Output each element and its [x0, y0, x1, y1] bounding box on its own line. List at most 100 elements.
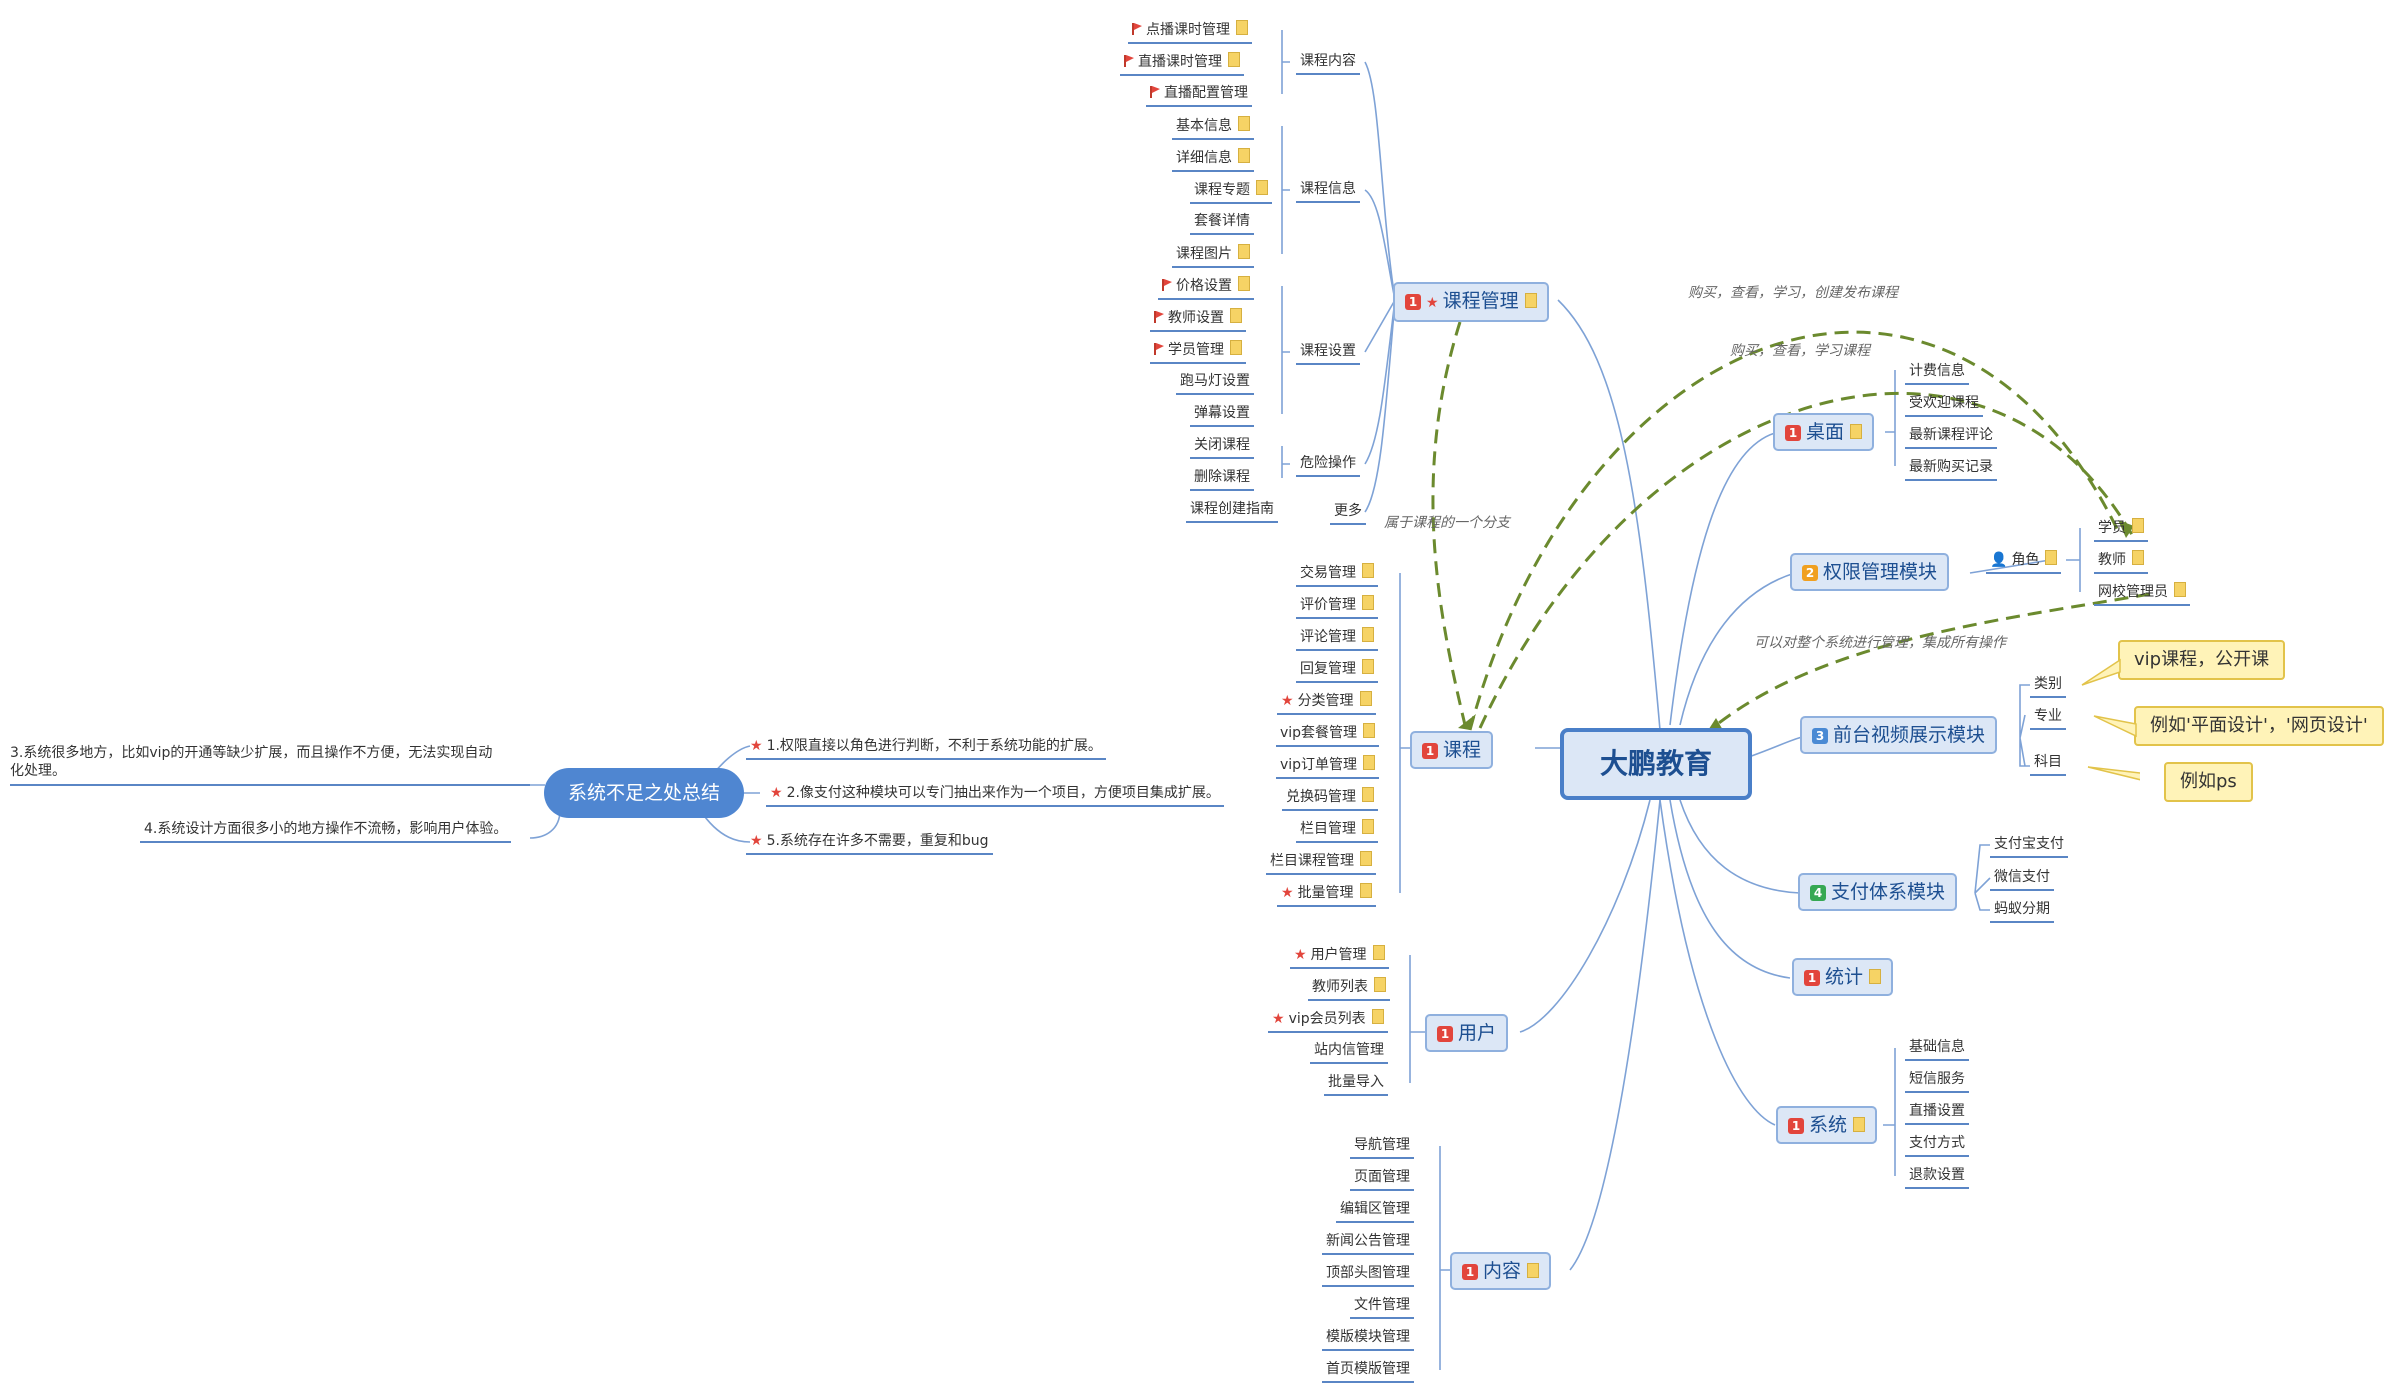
leaf-item[interactable]: 支付方式	[1905, 1134, 1969, 1157]
leaf-item[interactable]: 最新课程评论	[1905, 426, 1997, 449]
leaf-item[interactable]: 模版模块管理	[1322, 1328, 1414, 1351]
group-danger[interactable]: 危险操作	[1296, 454, 1360, 477]
relation-label: 购买，查看，学习课程	[1730, 343, 1870, 359]
leaf-item[interactable]: 支付宝支付	[1990, 835, 2068, 858]
root-topic[interactable]: 大鹏教育	[1560, 728, 1753, 800]
leaf-item[interactable]: 教师	[2094, 550, 2148, 574]
callout-note[interactable]: 例如'平面设计'，'网页设计'	[2134, 706, 2384, 746]
note-icon	[1869, 969, 1882, 984]
leaf-item[interactable]: 退款设置	[1905, 1166, 1969, 1189]
group-more[interactable]: 更多	[1330, 502, 1366, 525]
leaf-item[interactable]: 回复管理	[1296, 659, 1378, 683]
leaf-role[interactable]: 👤角色	[1986, 550, 2062, 574]
leaf-item[interactable]: 类别	[2030, 675, 2066, 698]
leaf-item[interactable]: 跑马灯设置	[1176, 372, 1254, 395]
summary-item[interactable]: ★1.权限直接以角色进行判断，不利于系统功能的扩展。	[746, 737, 1106, 760]
note-icon	[1362, 563, 1374, 578]
summary-item[interactable]: ★2.像支付这种模块可以专门抽出来作为一个项目，方便项目集成扩展。	[766, 784, 1224, 807]
leaf-item[interactable]: ★vip会员列表	[1268, 1009, 1388, 1033]
summary-item[interactable]: 3.系统很多地方，比如vip的开通等缺少扩展，而且操作不方便，无法实现自动 化处…	[10, 744, 530, 786]
leaf-item[interactable]: vip订单管理	[1276, 755, 1380, 779]
leaf-item[interactable]: 短信服务	[1905, 1070, 1969, 1093]
topic-label: 系统	[1809, 1114, 1848, 1136]
leaf-item[interactable]: 教师设置	[1150, 308, 1246, 332]
leaf-item[interactable]: 栏目课程管理	[1266, 851, 1376, 875]
leaf-item[interactable]: 评价管理	[1296, 595, 1378, 619]
summary-topic[interactable]: 系统不足之处总结	[544, 768, 745, 818]
leaf-item[interactable]: 价格设置	[1158, 276, 1254, 300]
leaf-item[interactable]: 基础信息	[1905, 1038, 1969, 1061]
leaf-item[interactable]: 基本信息	[1172, 116, 1254, 140]
leaf-item[interactable]: 批量导入	[1324, 1073, 1388, 1096]
priority-2-icon: 2	[1802, 565, 1818, 581]
leaf-item[interactable]: 直播课时管理	[1120, 52, 1244, 76]
leaf-item[interactable]: 导航管理	[1350, 1136, 1414, 1159]
leaf-item[interactable]: 详细信息	[1172, 148, 1254, 172]
leaf-item[interactable]: 交易管理	[1296, 563, 1378, 587]
callout-note[interactable]: 例如ps	[2164, 762, 2253, 802]
note-icon	[1360, 851, 1372, 866]
group-course-settings[interactable]: 课程设置	[1296, 342, 1360, 365]
leaf-item[interactable]: 顶部头图管理	[1322, 1264, 1414, 1287]
note-icon	[1363, 755, 1376, 770]
group-course-content[interactable]: 课程内容	[1296, 52, 1360, 75]
leaf-item[interactable]: 编辑区管理	[1336, 1200, 1414, 1223]
leaf-item[interactable]: 评论管理	[1296, 627, 1378, 651]
leaf-item[interactable]: ★分类管理	[1277, 691, 1376, 715]
summary-item[interactable]: 4.系统设计方面很多小的地方操作不流畅，影响用户体验。	[140, 820, 512, 843]
leaf-item[interactable]: 科目	[2030, 753, 2066, 776]
leaf-item[interactable]: 直播设置	[1905, 1102, 1969, 1125]
leaf-item[interactable]: vip套餐管理	[1276, 723, 1380, 747]
leaf-item[interactable]: 弹幕设置	[1190, 404, 1254, 427]
note-icon	[1372, 945, 1385, 960]
note-icon	[1362, 627, 1374, 642]
leaf-item[interactable]: 蚂蚁分期	[1990, 900, 2054, 923]
leaf-item[interactable]: 课程图片	[1172, 244, 1254, 268]
topic-label: 内容	[1483, 1260, 1522, 1282]
leaf-item[interactable]: 课程专题	[1190, 180, 1272, 204]
leaf-item[interactable]: 栏目管理	[1296, 819, 1378, 843]
leaf-item[interactable]: 新闻公告管理	[1322, 1232, 1414, 1255]
leaf-item[interactable]: 文件管理	[1350, 1296, 1414, 1319]
note-icon	[2132, 518, 2144, 533]
leaf-item[interactable]: 最新购买记录	[1905, 458, 1997, 481]
leaf-item[interactable]: ★批量管理	[1277, 883, 1376, 907]
leaf-item[interactable]: 微信支付	[1990, 868, 2054, 891]
leaf-item[interactable]: 兑换码管理	[1282, 787, 1378, 811]
leaf-item[interactable]: 关闭课程	[1190, 436, 1254, 459]
callout-note[interactable]: vip课程，公开课	[2118, 640, 2286, 680]
leaf-item[interactable]: ★用户管理	[1290, 945, 1389, 969]
topic-course-management[interactable]: 1★课程管理	[1393, 282, 1549, 322]
leaf-item[interactable]: 专业	[2030, 707, 2066, 730]
flag-icon	[1150, 86, 1160, 98]
leaf-item[interactable]: 学员	[2094, 518, 2148, 542]
leaf-item[interactable]: 站内信管理	[1310, 1041, 1388, 1064]
leaf-item[interactable]: 首页模版管理	[1322, 1360, 1414, 1383]
leaf-item[interactable]: 点播课时管理	[1128, 20, 1252, 44]
leaf-item[interactable]: 课程创建指南	[1186, 500, 1278, 523]
note-icon	[1853, 1117, 1866, 1132]
leaf-item[interactable]: 学员管理	[1150, 340, 1246, 364]
note-icon	[1238, 276, 1250, 291]
priority-1-icon: 1	[1785, 425, 1801, 441]
leaf-item[interactable]: 删除课程	[1190, 468, 1254, 491]
leaf-item[interactable]: 计费信息	[1905, 362, 1969, 385]
note-icon	[1524, 293, 1537, 308]
leaf-item[interactable]: 教师列表	[1308, 977, 1390, 1001]
leaf-item[interactable]: 网校管理员	[2094, 582, 2190, 606]
group-course-info[interactable]: 课程信息	[1296, 180, 1360, 203]
leaf-item[interactable]: 套餐详情	[1190, 212, 1254, 235]
summary-item[interactable]: ★5.系统存在许多不需要，重复和bug	[746, 832, 993, 855]
leaf-item[interactable]: 直播配置管理	[1146, 84, 1252, 107]
leaf-item[interactable]: 页面管理	[1350, 1168, 1414, 1191]
leaf-item[interactable]: 受欢迎课程	[1905, 394, 1983, 417]
